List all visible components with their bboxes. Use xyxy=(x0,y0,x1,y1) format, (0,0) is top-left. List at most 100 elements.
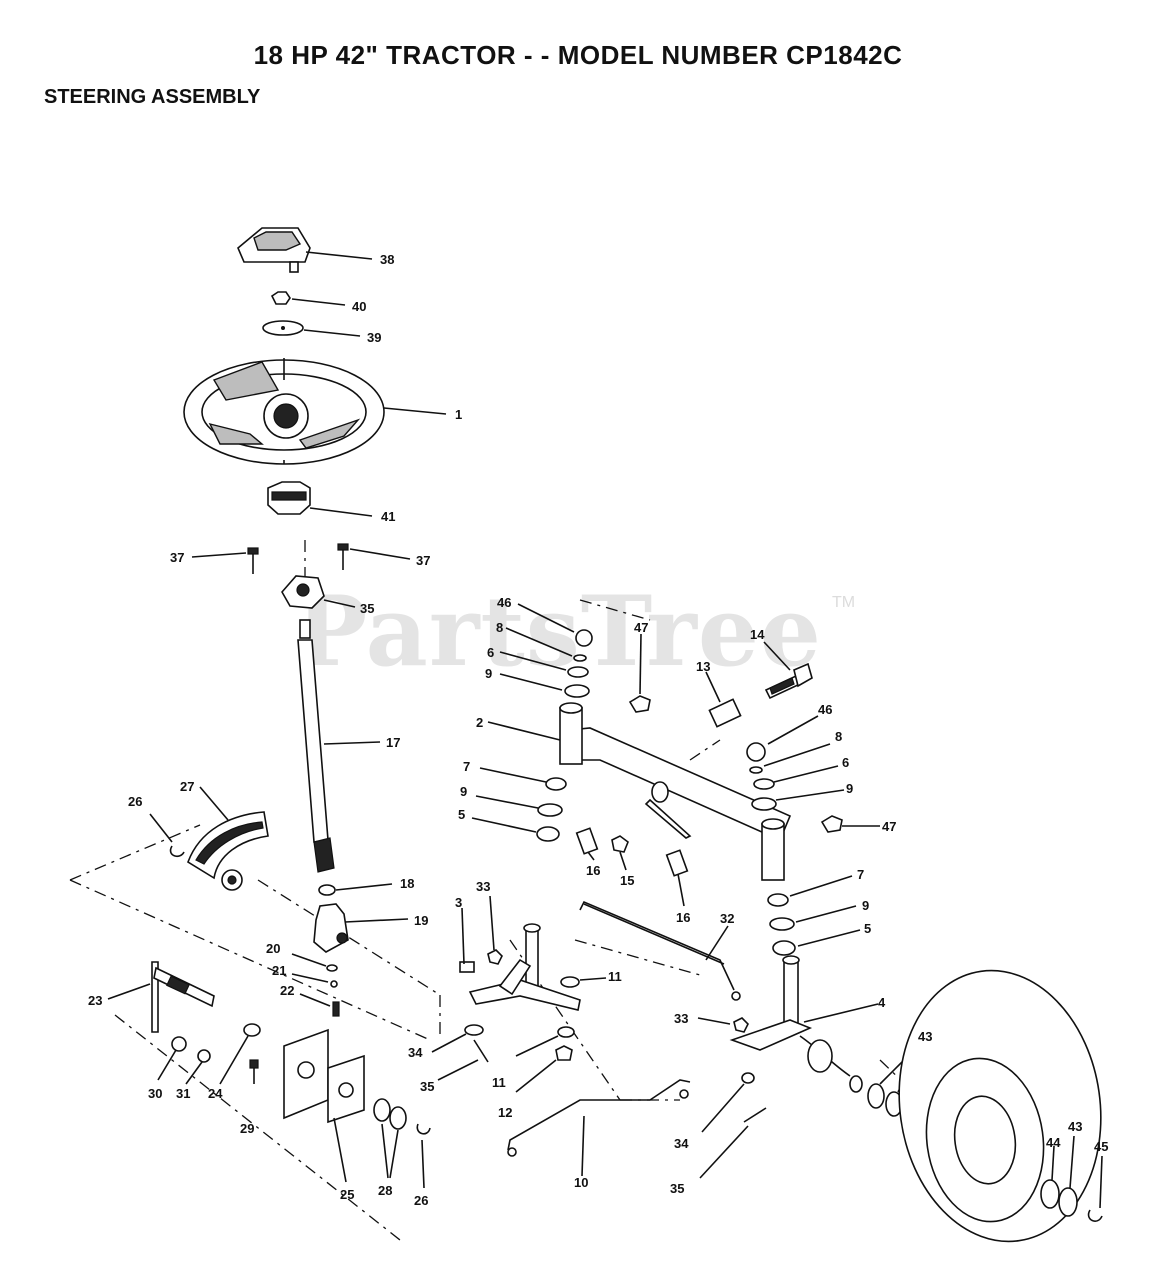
callout-7-left: 7 xyxy=(463,759,471,774)
callout-10: 10 xyxy=(574,1175,589,1190)
washer-43c xyxy=(1058,1187,1078,1217)
steering-shaft xyxy=(297,619,335,873)
callout-40: 40 xyxy=(352,299,367,314)
screw-37-left xyxy=(247,547,259,574)
callout-43-upper: 43 xyxy=(918,1029,933,1044)
nut-40 xyxy=(270,291,291,305)
dash-guides xyxy=(69,540,1011,1241)
washer-43a xyxy=(867,1083,885,1109)
callout-39: 39 xyxy=(367,330,382,345)
callout-6-right: 6 xyxy=(842,755,850,770)
clip-8-left xyxy=(573,654,587,662)
washer-28b xyxy=(389,1106,407,1130)
callout-2: 2 xyxy=(476,715,484,730)
callout-9-right-lower: 9 xyxy=(862,898,870,913)
callout-8-right: 8 xyxy=(835,729,843,744)
callout-30: 30 xyxy=(148,1086,163,1101)
callout-9-left: 9 xyxy=(485,666,493,681)
callout-25: 25 xyxy=(340,1187,355,1202)
page-title: 18 HP 42" TRACTOR - - MODEL NUMBER CP184… xyxy=(253,40,903,70)
callout-22: 22 xyxy=(280,983,295,998)
screw-37-right xyxy=(337,543,349,570)
bolt-29 xyxy=(249,1059,259,1069)
bushing-24 xyxy=(243,1023,261,1037)
callout-5-left: 5 xyxy=(458,807,466,822)
callout-24: 24 xyxy=(208,1086,223,1101)
nut-33-right xyxy=(733,1017,749,1033)
watermark: PartsTree xyxy=(295,575,822,688)
bushing-5-left xyxy=(536,826,560,842)
callout-46-left: 46 xyxy=(497,595,512,610)
washer-18 xyxy=(318,884,336,896)
callout-7-right: 7 xyxy=(857,867,865,882)
steering-wheel xyxy=(183,358,385,465)
callout-9-right: 9 xyxy=(846,781,854,796)
callout-8-left: 8 xyxy=(496,620,504,635)
callout-18: 18 xyxy=(400,876,415,891)
tie-rod xyxy=(579,900,741,1001)
callout-4: 4 xyxy=(878,995,886,1010)
nut-12 xyxy=(555,1045,573,1061)
callout-1: 1 xyxy=(455,407,463,422)
spindle-right xyxy=(729,955,863,1093)
callout-33-right: 33 xyxy=(674,1011,689,1026)
callout-26-lower: 26 xyxy=(414,1193,429,1208)
bearing-9-right-lower xyxy=(769,917,795,931)
clip-11-upper xyxy=(560,976,580,988)
callout-45: 45 xyxy=(1094,1139,1109,1154)
washer-30 xyxy=(171,1036,187,1052)
nut-15 xyxy=(611,835,629,853)
callout-31: 31 xyxy=(176,1086,191,1101)
washer-39 xyxy=(262,320,304,336)
callout-11-lower: 11 xyxy=(492,1075,506,1090)
bearing-9-left xyxy=(564,684,590,698)
sector-gear xyxy=(187,811,269,891)
cap-46-right xyxy=(746,742,766,762)
spindle-left xyxy=(459,923,581,1011)
clip-11-lower xyxy=(557,1026,575,1038)
callout-15: 15 xyxy=(620,873,635,888)
e-clip-26-upper xyxy=(169,845,185,858)
horn-cap xyxy=(237,227,311,273)
callout-38: 38 xyxy=(380,252,395,267)
cotter-pin-35-right xyxy=(743,1107,767,1123)
washer-7-left xyxy=(545,777,567,791)
callout-37-right: 37 xyxy=(416,553,431,568)
grease-fitting-47-left xyxy=(628,695,651,713)
callout-14: 14 xyxy=(750,627,765,642)
washer-7-right xyxy=(767,893,789,907)
section-title: STEERING ASSEMBLY xyxy=(44,86,261,108)
callout-19: 19 xyxy=(414,913,429,928)
bushing-5-right xyxy=(772,940,796,956)
callout-35-right: 35 xyxy=(670,1181,685,1196)
callout-35-hub: 35 xyxy=(360,601,375,616)
callout-20: 20 xyxy=(266,941,281,956)
washer-34-left xyxy=(464,1024,484,1036)
steering-bracket xyxy=(313,903,349,953)
cotter-pin-35-left xyxy=(473,1039,489,1063)
washer-31 xyxy=(197,1049,211,1063)
callout-29: 29 xyxy=(240,1121,255,1136)
callout-47-left: 47 xyxy=(634,620,649,635)
pivot-bar xyxy=(151,961,215,1033)
callout-5-right: 5 xyxy=(864,921,872,936)
bushing-44 xyxy=(1040,1179,1060,1209)
callout-28: 28 xyxy=(378,1183,393,1198)
bearing-9-right xyxy=(751,797,777,811)
drag-link xyxy=(507,1079,691,1157)
front-wheel xyxy=(898,969,1102,1243)
clip-8-right xyxy=(749,766,763,774)
grease-fitting-47-right xyxy=(820,815,843,833)
callout-3: 3 xyxy=(455,895,463,910)
callout-33-left: 33 xyxy=(476,879,491,894)
spacer-16-left xyxy=(575,827,599,855)
callout-26-upper: 26 xyxy=(128,794,143,809)
washer-28a xyxy=(373,1098,391,1122)
callout-21: 21 xyxy=(272,963,287,978)
spacer-16-right xyxy=(665,849,689,877)
callout-37-left: 37 xyxy=(170,550,185,565)
callout-16-left: 16 xyxy=(586,863,601,878)
callout-27: 27 xyxy=(180,779,195,794)
callout-17: 17 xyxy=(386,735,401,750)
